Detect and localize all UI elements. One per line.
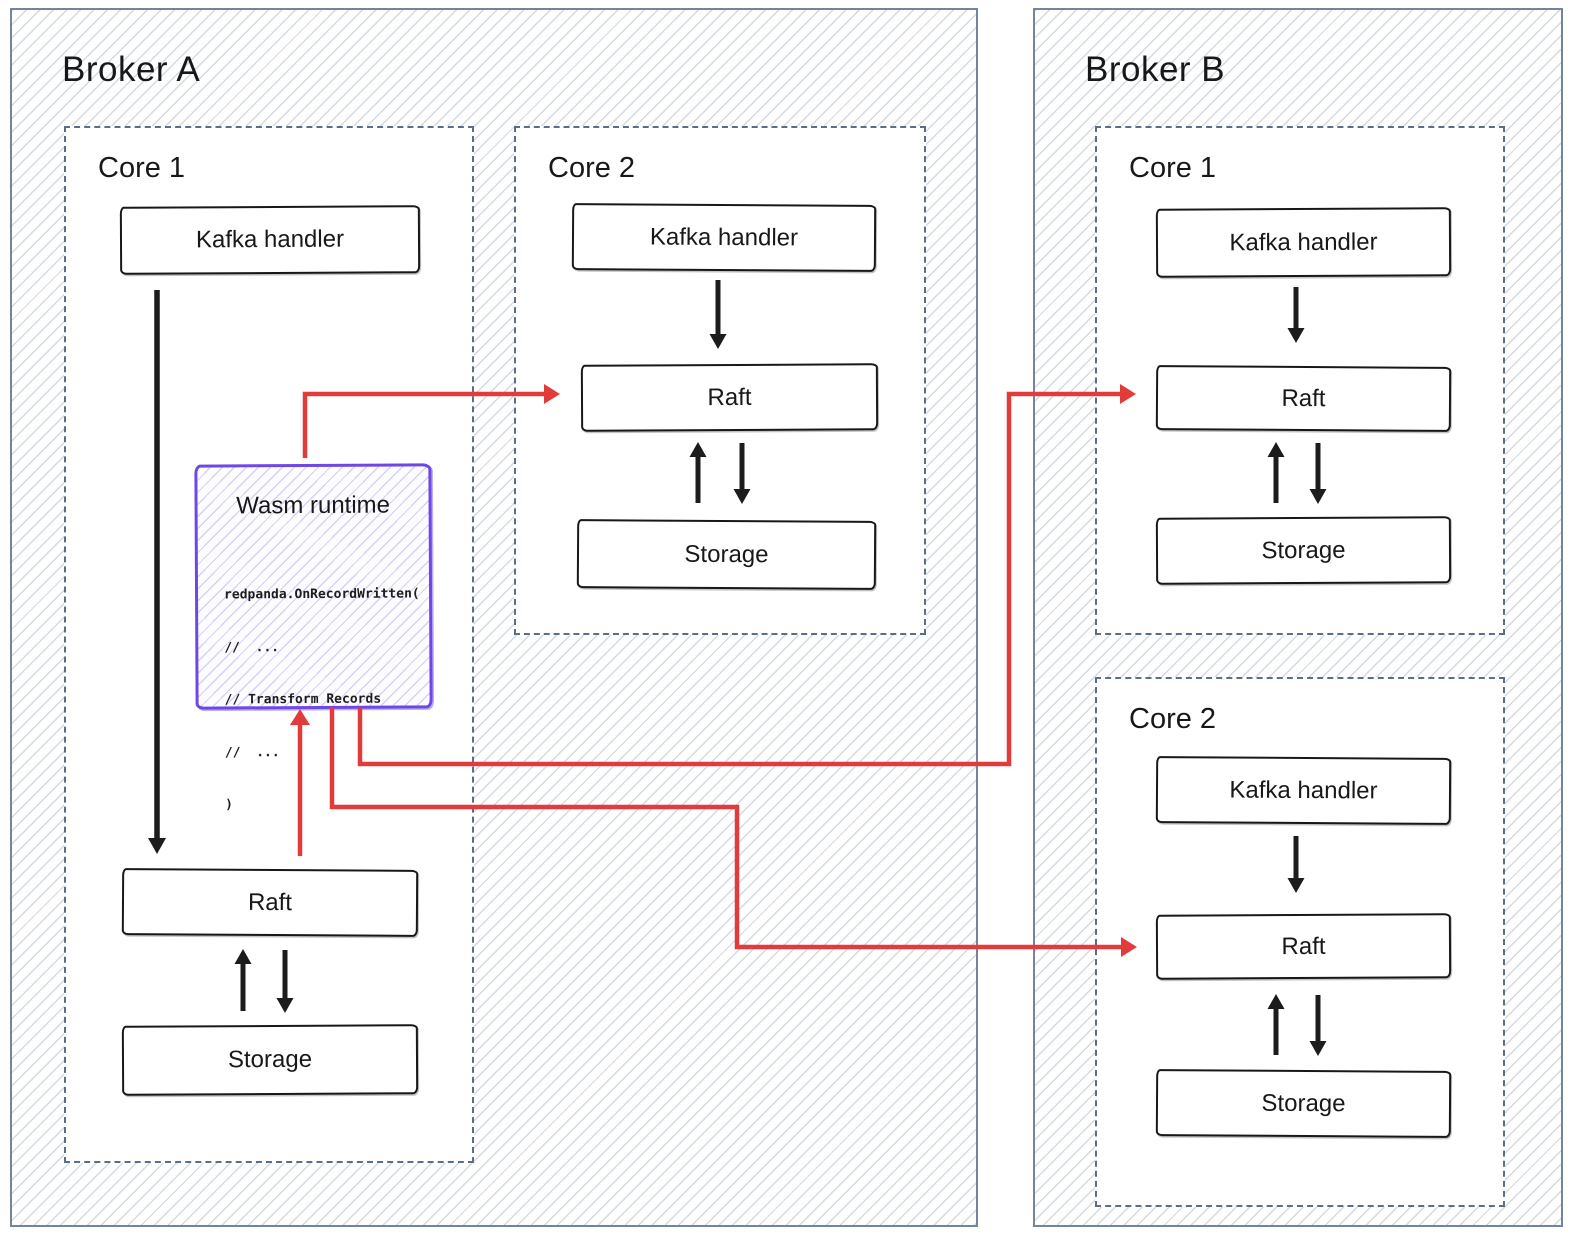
storage-label: Storage bbox=[1261, 1089, 1346, 1117]
broker-b-title: Broker B bbox=[1085, 50, 1226, 89]
broker-b-core-1: Core 1 Kafka handler Raft Storage bbox=[1095, 126, 1505, 635]
kafka-handler-label: Kafka handler bbox=[195, 225, 345, 254]
raft-label: Raft bbox=[1281, 384, 1326, 412]
wasm-code-line: // ... bbox=[224, 639, 280, 655]
kafka-handler-label: Kafka handler bbox=[1229, 228, 1378, 256]
broker-b-core-2-title: Core 2 bbox=[1129, 703, 1217, 735]
wasm-code-line: redpanda.OnRecordWritten( bbox=[224, 586, 420, 603]
raft-label: Raft bbox=[1281, 932, 1326, 960]
storage-label: Storage bbox=[1261, 536, 1346, 564]
broker-a-core-1-title: Core 1 bbox=[98, 152, 186, 184]
kafka-handler-box: Kafka handler bbox=[1155, 756, 1452, 825]
wasm-code-snippet: redpanda.OnRecordWritten( // ... // Tran… bbox=[224, 550, 421, 849]
broker-b-core-1-title: Core 1 bbox=[1129, 152, 1217, 184]
storage-label: Storage bbox=[227, 1045, 313, 1074]
broker-a-core-2-title: Core 2 bbox=[548, 152, 636, 184]
wasm-runtime-box: Wasm runtime redpanda.OnRecordWritten( /… bbox=[194, 463, 433, 812]
broker-b-panel: Broker B Core 1 Kafka handler Raft Stora… bbox=[1033, 8, 1563, 1227]
broker-a-core-2: Core 2 Kafka handler Raft Storage bbox=[514, 126, 926, 635]
broker-a-panel: Broker A Core 1 Kafka handler Wasm runti… bbox=[10, 8, 978, 1227]
wasm-code-line: // Transform Records bbox=[224, 691, 382, 708]
broker-a-core-1: Core 1 Kafka handler Wasm runtime redpan… bbox=[64, 126, 474, 1163]
wasm-code-line: // ... bbox=[224, 744, 280, 760]
kafka-handler-box: Kafka handler bbox=[1155, 207, 1452, 278]
kafka-handler-box: Kafka handler bbox=[571, 203, 877, 272]
kafka-handler-label: Kafka handler bbox=[649, 223, 799, 251]
raft-label: Raft bbox=[247, 888, 293, 916]
broker-a-title: Broker A bbox=[62, 50, 201, 89]
storage-label: Storage bbox=[684, 540, 769, 568]
wasm-runtime-title: Wasm runtime bbox=[236, 491, 391, 520]
storage-box: Storage bbox=[1155, 1069, 1452, 1138]
raft-box: Raft bbox=[1155, 913, 1452, 980]
raft-box: Raft bbox=[580, 363, 879, 432]
raft-box: Raft bbox=[121, 868, 419, 937]
raft-label: Raft bbox=[707, 383, 752, 411]
storage-box: Storage bbox=[1155, 516, 1452, 585]
storage-box: Storage bbox=[576, 519, 877, 590]
wasm-code-line: ) bbox=[225, 797, 234, 813]
kafka-handler-box: Kafka handler bbox=[119, 205, 421, 275]
broker-b-core-2: Core 2 Kafka handler Raft Storage bbox=[1095, 677, 1505, 1207]
storage-box: Storage bbox=[121, 1024, 419, 1096]
raft-box: Raft bbox=[1155, 365, 1452, 432]
kafka-handler-label: Kafka handler bbox=[1229, 776, 1378, 804]
